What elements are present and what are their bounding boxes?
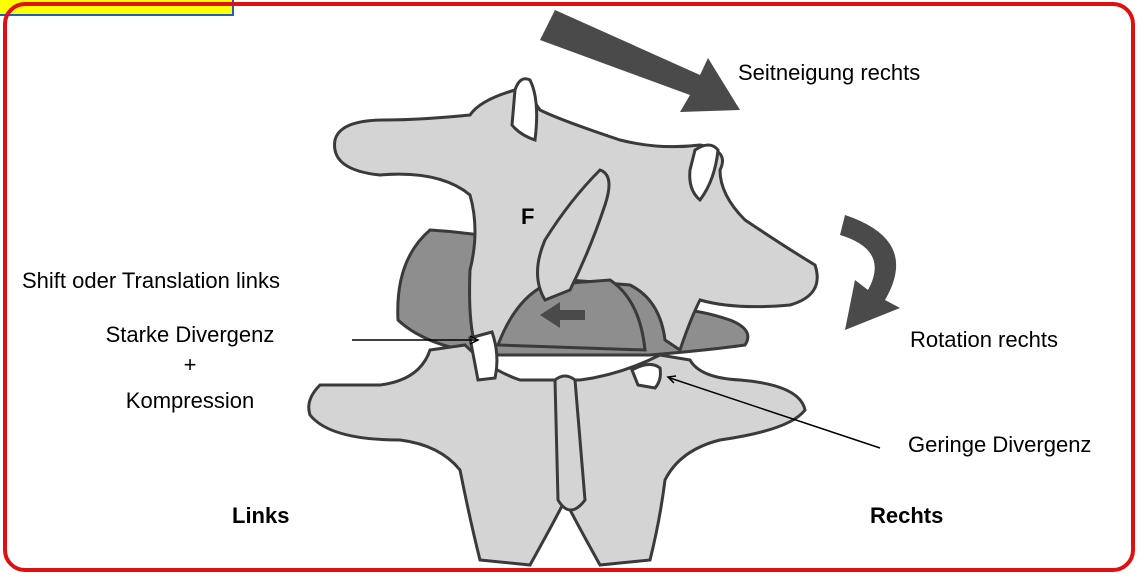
label-compression: Kompression (80, 388, 300, 414)
label-plus: + (80, 352, 300, 378)
facet-gap-right (632, 364, 660, 388)
articular-process-1 (512, 79, 537, 140)
rotation-arrow (840, 215, 900, 330)
label-right: Rechts (870, 503, 943, 529)
facet-marker: F (521, 204, 534, 230)
label-strong-divergence: Starke Divergenz (80, 322, 300, 348)
lateral-flexion-arrow (540, 10, 740, 112)
label-shift: Shift oder Translation links (22, 268, 280, 294)
label-slight-divergence: Geringe Divergenz (908, 432, 1091, 458)
label-lateral-flexion: Seitneigung rechts (738, 60, 920, 86)
label-left: Links (232, 503, 289, 529)
label-rotation: Rotation rechts (910, 327, 1058, 353)
